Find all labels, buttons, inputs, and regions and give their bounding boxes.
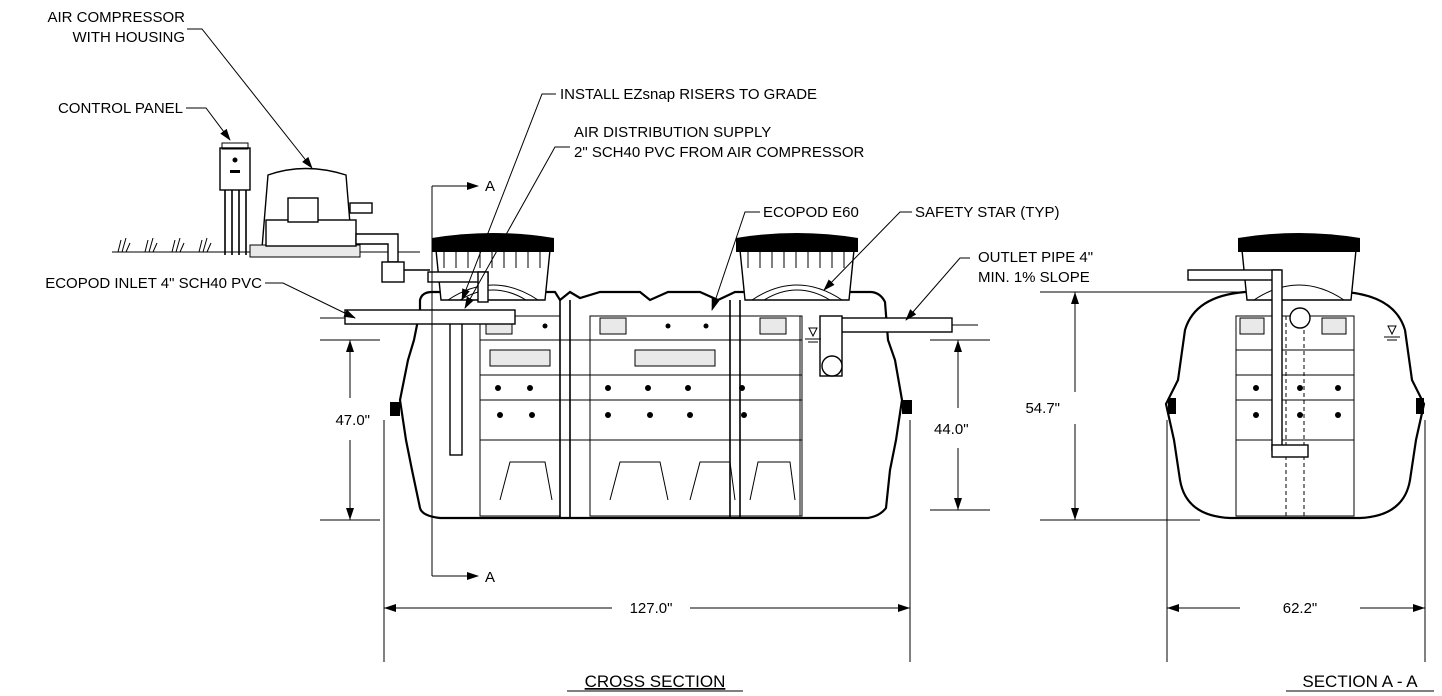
dimension-outlet-height (930, 339, 990, 511)
dimension-overall-length (383, 420, 911, 662)
dimension-inlet-height (320, 339, 380, 521)
title-cross-section: CROSS SECTION (585, 672, 726, 691)
title-section-aa: SECTION A - A (1302, 672, 1418, 691)
leader-lines (186, 28, 970, 321)
air-compressor-housing (249, 167, 430, 283)
dimension-section-height (1040, 291, 1240, 521)
riser-left (432, 233, 554, 301)
control-panel (219, 142, 251, 255)
dim-overall-length-text: 127.0" (630, 600, 673, 617)
air-supply-pipe (427, 271, 489, 303)
section-marker-top: A (485, 178, 495, 195)
label-air-compressor-2: WITH HOUSING (73, 29, 186, 46)
label-safety-star: SAFETY STAR (TYP) (915, 204, 1059, 221)
dim-inlet-height-text: 47.0" (335, 412, 370, 429)
label-control-panel: CONTROL PANEL (58, 100, 183, 117)
riser-right (736, 233, 858, 301)
label-air-compressor-1: AIR COMPRESSOR (47, 9, 185, 26)
water-level-symbol (805, 327, 821, 343)
section-cut-line (431, 182, 479, 580)
label-inlet: ECOPOD INLET 4" SCH40 PVC (45, 275, 262, 292)
label-air-supply-1: AIR DISTRIBUTION SUPPLY (574, 124, 771, 141)
dim-section-width-text: 62.2" (1283, 600, 1318, 617)
outlet-pipe (819, 315, 978, 377)
label-ecopod-e60: ECOPOD E60 (763, 204, 859, 221)
dim-outlet-height-text: 44.0" (934, 421, 969, 438)
dim-section-height-text: 54.7" (1025, 400, 1060, 417)
label-outlet-2: MIN. 1% SLOPE (978, 269, 1090, 286)
tank-section-aa (1164, 233, 1426, 520)
section-marker-bottom: A (485, 569, 495, 586)
ecopod-tank-cross-section (390, 290, 912, 520)
label-risers: INSTALL EZsnap RISERS TO GRADE (560, 86, 817, 103)
inlet-pipe (320, 309, 516, 325)
dimension-section-width (1166, 420, 1426, 662)
label-outlet-1: OUTLET PIPE 4" (978, 249, 1093, 266)
label-air-supply-2: 2" SCH40 PVC FROM AIR COMPRESSOR (574, 144, 865, 161)
